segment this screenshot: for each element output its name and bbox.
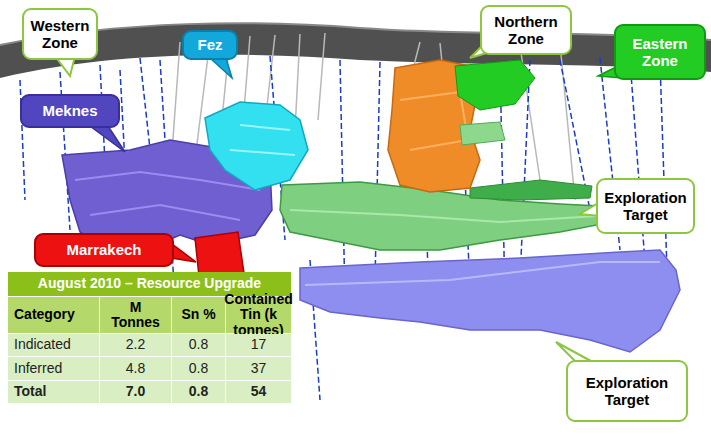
deposit-callout: Meknes (20, 94, 120, 128)
ore-shape (205, 102, 308, 190)
table-header: Contained Tin (k tonnes) (226, 297, 292, 334)
table-cell: 37 (226, 357, 292, 381)
callout-pointer (90, 126, 125, 152)
ore-shading (230, 125, 295, 155)
callout-label: Marrakech (66, 241, 141, 258)
table-cell: 0.8 (172, 334, 226, 357)
ore-shading (305, 262, 660, 285)
callout-label: Exploration Target (574, 374, 680, 409)
callout-label: Northern Zone (488, 13, 564, 48)
zone-callout: Eastern Zone (614, 24, 706, 80)
table-header: Sn % (172, 297, 226, 334)
drill-holes-blue (20, 56, 668, 400)
callout-label: Western Zone (30, 17, 90, 52)
table-cell: 2.2 (100, 334, 172, 357)
callout-label: Exploration Target (604, 189, 687, 224)
callout-pointer (210, 58, 232, 78)
ore-shape (470, 180, 592, 200)
table-cell: Total (8, 381, 100, 404)
ore-shape (455, 60, 535, 110)
table-cell: 0.8 (172, 381, 226, 404)
table-cell: 7.0 (100, 381, 172, 404)
callout-label: Meknes (42, 102, 97, 119)
table-cell: 0.8 (172, 357, 226, 381)
table-title: August 2010 – Resource Upgrade (8, 272, 292, 297)
ore-shape (460, 122, 505, 145)
table-cell: Indicated (8, 334, 100, 357)
table-cell: 54 (226, 381, 292, 404)
callout-label: Eastern Zone (622, 35, 698, 70)
callout-label: Fez (197, 36, 222, 53)
deposit-callout: Fez (182, 30, 238, 60)
ore-shading (400, 92, 468, 150)
table-header: M Tonnes (100, 297, 172, 334)
target-callout: Exploration Target (566, 360, 688, 422)
callout-pointer (172, 244, 196, 262)
deposit-callout: Marrakech (34, 233, 174, 267)
target-callout: Exploration Target (596, 178, 695, 234)
zone-callout: Northern Zone (480, 5, 572, 55)
surface-edge (0, 23, 711, 45)
ore-shading (75, 172, 260, 220)
table-cell: 4.8 (100, 357, 172, 381)
table-cell: Inferred (8, 357, 100, 381)
table-cell: 17 (226, 334, 292, 357)
table-header: Category (8, 297, 100, 334)
surface-band (0, 23, 711, 78)
ore-shading (290, 210, 598, 222)
ore-shape (300, 250, 680, 352)
zone-callout: Western Zone (22, 8, 98, 60)
